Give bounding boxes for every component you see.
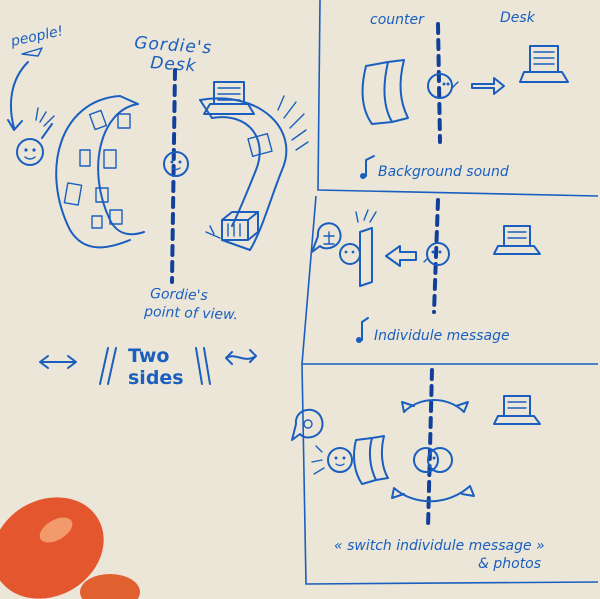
- right-bracket-icon: [195, 347, 211, 385]
- panel-bottom: « switch individule message » & photos: [291, 368, 545, 572]
- middle-person-right-icon: [423, 242, 450, 266]
- bottom-laptop-icon: [493, 395, 541, 425]
- top-caption: Background sound: [378, 164, 509, 180]
- counter-icon: [361, 59, 409, 125]
- top-person-icon: [427, 73, 459, 99]
- person-left-icon: [16, 107, 55, 166]
- swirl-path-inner: [211, 116, 261, 227]
- rotating-figure-icon: [413, 447, 453, 473]
- left-bracket-icon: [99, 347, 117, 385]
- middle-laptop-icon: [493, 225, 541, 255]
- people-arrow: [9, 61, 29, 129]
- right-double-arrow-icon: [225, 349, 257, 365]
- top-dashed-line: [436, 22, 442, 144]
- bottom-caption-line2: & photos: [478, 556, 541, 572]
- music-note-icon: [365, 155, 375, 177]
- right-arrow-icon: [471, 77, 505, 95]
- middle-caption: Individule message: [374, 328, 510, 344]
- two-sides-line2: sides: [128, 367, 184, 389]
- top-laptop-icon: [519, 45, 569, 83]
- wall-panels: [63, 109, 131, 229]
- panel-top: counter Desk Background sound: [360, 10, 569, 180]
- laptop-icon: [203, 81, 255, 115]
- gordie-figure-icon: [163, 151, 189, 177]
- counter-label: counter: [370, 12, 425, 28]
- pov-label-line1: Gordie's: [150, 286, 208, 304]
- two-sides-badge: Two sides: [39, 345, 257, 389]
- speech-bubble-icon: [311, 222, 342, 253]
- middle-dashed-line: [432, 198, 440, 314]
- middle-screen-icon: [355, 209, 377, 287]
- sound-lines-icon: [277, 95, 309, 151]
- music-note-2-icon: [361, 317, 369, 341]
- bottom-curved-double-arrow-icon: [391, 485, 475, 503]
- bottom-speech-bubble-icon: [291, 409, 324, 441]
- box-icon: [205, 211, 259, 241]
- left-double-arrow-icon: [39, 355, 77, 369]
- panel-middle: Individule message: [311, 198, 541, 344]
- left-arrow-icon: [385, 245, 417, 267]
- two-sides-line1: Two: [128, 345, 169, 367]
- people-arrowhead: [7, 119, 23, 131]
- top-curved-double-arrow-icon: [401, 399, 469, 413]
- bottom-screen-icon: [353, 435, 389, 485]
- bottom-caption-line1: « switch individule message »: [334, 538, 545, 554]
- finger-photo-element: [0, 497, 140, 599]
- left-panel: people! Gordie's Desk: [7, 23, 309, 389]
- people-pointer-icon: [21, 47, 43, 57]
- bottom-person-icon: [311, 445, 353, 475]
- desk-label: Desk: [500, 10, 536, 26]
- pov-label-line2: point of view.: [143, 304, 238, 323]
- panel-top-frame: [317, 0, 599, 197]
- desk-title-line2: Desk: [150, 53, 198, 76]
- panel-screen-icon: [247, 133, 273, 157]
- curved-wall-outer: [55, 95, 131, 249]
